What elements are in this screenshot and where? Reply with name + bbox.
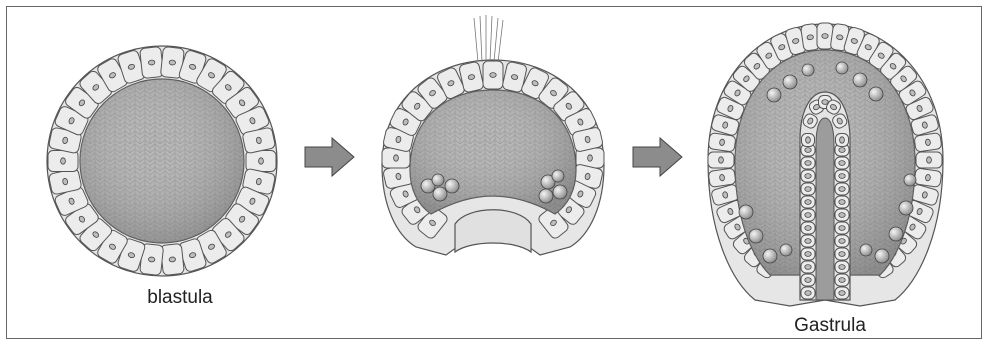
epithelial-cell <box>835 274 849 286</box>
epithelial-cell <box>801 196 815 208</box>
epithelial-cell <box>835 287 849 299</box>
epithelial-cell <box>708 152 734 168</box>
cilia-tuft <box>474 15 503 62</box>
blastula-label: blastula <box>80 287 280 309</box>
blastula-illustration <box>47 46 277 276</box>
epithelial-cell <box>708 168 736 188</box>
arrow-right-icon <box>633 138 682 176</box>
epithelial-cell <box>835 222 849 234</box>
epithelial-cell <box>835 157 849 169</box>
epithelial-cell <box>801 222 815 234</box>
epithelial-cell <box>835 261 849 273</box>
gastrula-label: Gastrula <box>730 315 930 337</box>
arrow-right-icon <box>305 138 354 176</box>
epithelial-cell <box>916 152 942 168</box>
epithelial-cell <box>835 196 849 208</box>
epithelial-cell <box>802 134 815 147</box>
epithelial-cell <box>483 61 503 89</box>
epithelial-cell <box>801 209 815 221</box>
epithelial-cell <box>835 183 849 195</box>
epithelial-cell <box>914 133 942 153</box>
early-gastrula-illustration <box>382 15 604 255</box>
epithelial-cell <box>140 47 164 79</box>
epithelial-cell <box>801 157 815 169</box>
epithelial-cell <box>835 248 849 260</box>
epithelial-cell <box>835 170 849 182</box>
epithelial-cell <box>801 248 815 260</box>
epithelial-cell <box>801 274 815 286</box>
epithelial-cell <box>160 243 184 275</box>
epithelial-cell <box>801 235 815 247</box>
epithelial-cell <box>801 170 815 182</box>
epithelial-cell <box>801 183 815 195</box>
gastrula-illustration <box>708 23 943 306</box>
epithelial-cell <box>246 151 276 172</box>
epithelial-cell <box>801 287 815 299</box>
epithelial-cell <box>835 209 849 221</box>
epithelial-cell <box>48 151 78 172</box>
epithelial-cell <box>801 261 815 273</box>
epithelial-cell <box>835 235 849 247</box>
epithelial-cell <box>836 134 849 147</box>
